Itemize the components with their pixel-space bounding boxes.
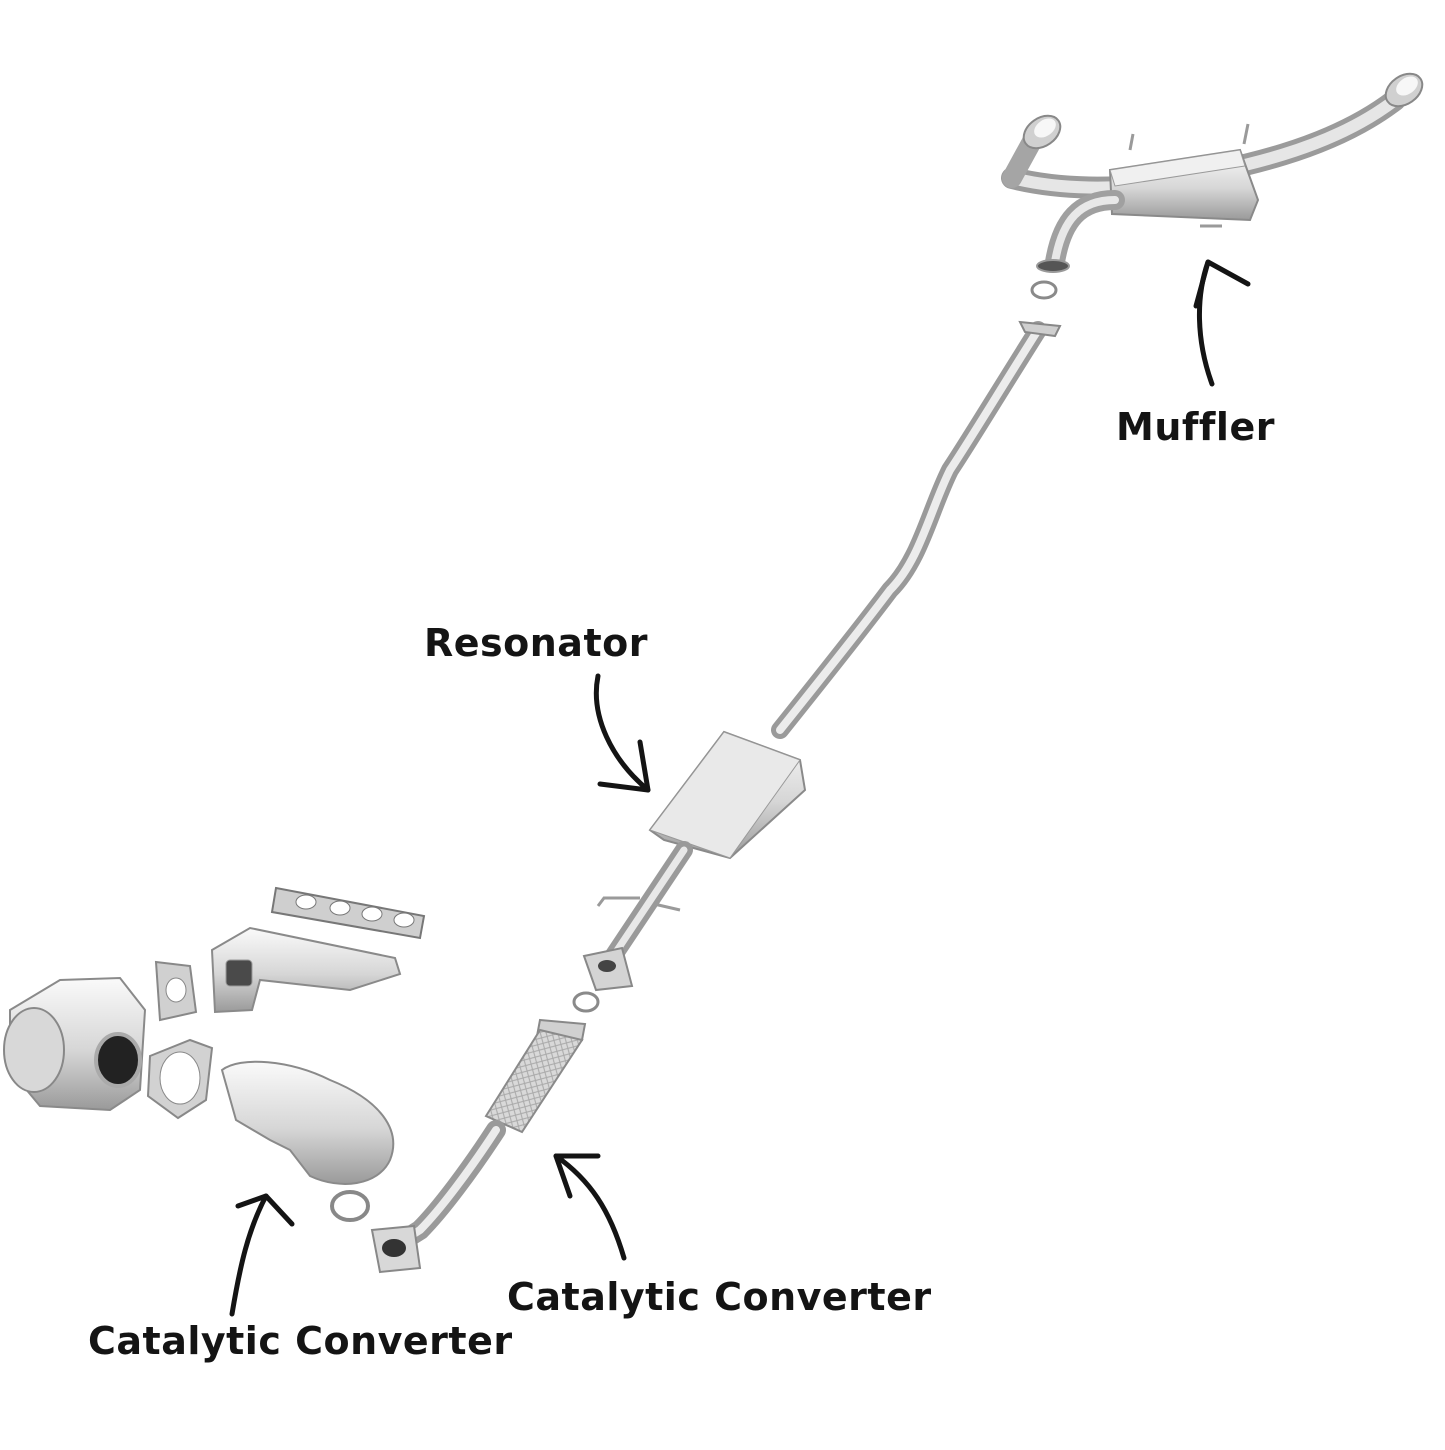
muffler-label: Muffler: [1116, 405, 1275, 449]
catalytic-converter-front-arrowhead: [553, 1153, 601, 1199]
resonator-arrowhead: [597, 739, 651, 793]
resonator-arrow: [593, 673, 651, 793]
catalytic-converter-rear-label: Catalytic Converter: [88, 1319, 513, 1363]
catalytic-converter-rear-arrow: [229, 1193, 269, 1317]
mid-pipe: [771, 320, 1062, 739]
muffler-arrowhead: [1193, 259, 1251, 309]
muffler-assembly: [1001, 72, 1424, 300]
resonator-assembly: [572, 730, 807, 1013]
resonator-label: Resonator: [424, 621, 648, 665]
callout-arrows: [229, 259, 1251, 1317]
catalytic-converter-rear-arrowhead: [235, 1193, 295, 1227]
catalytic-converter-front-arrow: [553, 1153, 627, 1261]
catalytic-converter-front-label: Catalytic Converter: [507, 1275, 932, 1319]
engine-side-parts: [3, 886, 426, 1222]
front-pipe-assembly: [370, 1018, 587, 1274]
